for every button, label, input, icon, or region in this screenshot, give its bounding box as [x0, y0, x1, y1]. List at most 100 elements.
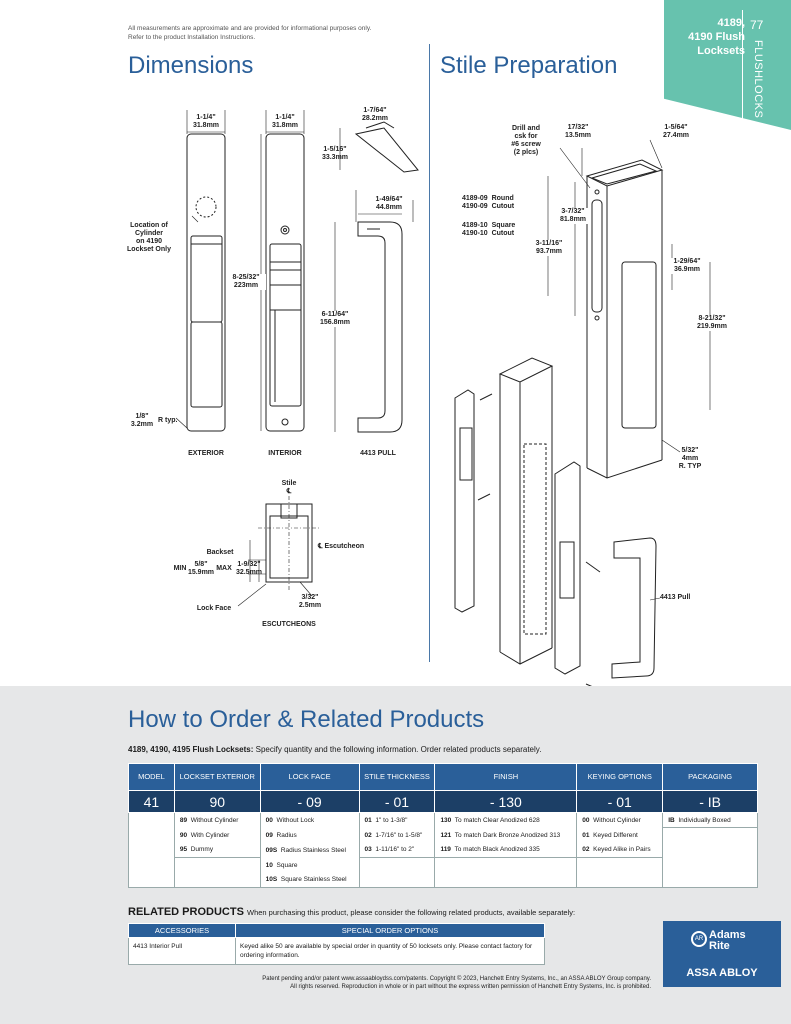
page-number: 77	[750, 18, 764, 32]
option-row: 00 Without Lock	[259, 812, 360, 828]
dim-17-32: 17/32"13.5mm	[564, 124, 592, 139]
header-exterior: LOCKSET EXTERIOR	[173, 763, 261, 791]
pull-side-height-label: 1-5/16"33.3mm	[321, 146, 349, 161]
min-label: MIN	[173, 565, 187, 572]
exterior-empty	[173, 857, 261, 888]
exploded-assembly-drawing	[454, 357, 661, 690]
pull-caption: 4413 PULL	[360, 450, 396, 457]
header-special-order: SPECIAL ORDER OPTIONS	[235, 923, 545, 938]
dim-1-29-64: 1-29/64"36.9mm	[667, 258, 707, 274]
section-name: FLUSHLOCKS	[752, 40, 764, 119]
disclaimer: All measurements are approximate and are…	[128, 25, 372, 41]
value-stile: - 01	[358, 790, 436, 813]
order-subtitle: 4189, 4190, 4195 Flush Locksets: Specify…	[128, 745, 542, 754]
min-value: 5/8"15.9mm	[187, 561, 215, 576]
option-row: 09 Radius	[259, 827, 360, 843]
value-lock-face: - 09	[259, 790, 360, 813]
stile-label: Stile℄	[281, 480, 297, 495]
escutcheon-section-drawing	[237, 496, 320, 607]
escutcheon-cl-label: ℄ Escutcheon	[318, 543, 365, 550]
value-packaging: - IB	[662, 790, 758, 813]
value-keying: - 01	[576, 790, 664, 813]
int-width-label: 1-1/4"31.8mm	[271, 114, 299, 129]
option-row: 10 Square	[259, 857, 360, 873]
dim-8-21-32: 8-21/32"219.9mm	[692, 315, 732, 331]
option-row: 01 1" to 1-3/8"	[358, 812, 436, 828]
dimensions-title: Dimensions	[128, 52, 254, 79]
pull-label: 4413 Pull	[660, 594, 691, 601]
keying-empty	[576, 857, 664, 888]
finish-empty	[434, 857, 578, 888]
section-divider	[429, 44, 430, 662]
lock-face-label: Lock Face	[196, 605, 232, 612]
pull-wedge-drawing	[354, 121, 419, 173]
tab-divider	[742, 10, 743, 125]
overall-height-label: 8-25/32"223mm	[226, 274, 266, 290]
order-table: MODEL LOCKSET EXTERIOR LOCK FACE STILE T…	[128, 763, 758, 888]
max-label: MAX	[216, 565, 232, 572]
option-row: 119 To match Black Anodized 335	[434, 842, 578, 858]
option-row: 89 Without Cylinder	[173, 812, 261, 828]
exterior-caption: EXTERIOR	[188, 450, 224, 457]
ext-width-label: 1-1/4"31.8mm	[192, 114, 220, 129]
dim-3-7-32: 3-7/32"81.8mm	[555, 208, 591, 224]
value-finish: - 130	[434, 790, 578, 813]
pull-depth-label: 1-7/64"28.2mm	[361, 107, 389, 122]
option-row: 121 To match Dark Bronze Anodized 313	[434, 827, 578, 843]
offset-label: 3/32"2.5mm	[298, 594, 322, 609]
pull-height-label: 6-11/64"156.8mm	[314, 311, 356, 327]
radius-label: 1/8"3.2mm	[130, 413, 154, 428]
stile-dimension-lines	[547, 139, 711, 453]
pull-width-label: 1-49/64"44.8mm	[375, 196, 403, 211]
header-model: MODEL	[128, 763, 175, 791]
option-row: IB Individually Boxed	[662, 812, 758, 828]
dim-1-5-64: 1-5/64"27.4mm	[662, 124, 690, 139]
option-row: 130 To match Clear Anodized 628	[434, 812, 578, 828]
legal-footnote: Patent pending and/or patent www.assaabl…	[262, 976, 651, 990]
escutcheons-caption: ESCUTCHEONS	[262, 621, 316, 628]
option-row: 09S Radius Stainless Steel	[259, 842, 360, 858]
stile-3d-drawing	[585, 159, 664, 479]
max-value: 1-9/32"32.5mm	[235, 561, 263, 576]
related-title: RELATED PRODUCTS When purchasing this pr…	[128, 906, 576, 918]
interior-caption: INTERIOR	[268, 450, 302, 457]
interior-lockset-drawing	[265, 133, 305, 432]
backset-label: Backset	[206, 549, 234, 556]
option-row: 01 Keyed Different	[576, 827, 664, 843]
option-row: 02 1-7/16" to 1-5/8"	[358, 827, 436, 843]
model-option-cell	[128, 812, 175, 888]
option-row: 90 With Cylinder	[173, 827, 261, 843]
pull-side-drawing	[357, 221, 403, 433]
packaging-empty	[662, 827, 758, 888]
header-finish: FINISH	[434, 763, 578, 791]
accessory-item: 4413 Interior Pull	[128, 937, 236, 965]
header-accessories: ACCESSORIES	[128, 923, 236, 938]
value-model: 41	[128, 790, 175, 813]
option-row: 03 1-11/16" to 2"	[358, 842, 436, 858]
option-row: 95 Dummy	[173, 842, 261, 858]
header-stile: STILE THICKNESS	[358, 763, 436, 791]
header-packaging: PACKAGING	[662, 763, 758, 791]
technical-drawings	[175, 110, 711, 690]
special-order-text: Keyed alike 50 are available by special …	[235, 937, 545, 965]
radius-suffix: R typ.	[158, 417, 178, 424]
dim-3-11-16: 3-11/16"93.7mm	[530, 240, 568, 256]
option-row: 00 Without Cylinder	[576, 812, 664, 828]
order-title: How to Order & Related Products	[128, 706, 485, 733]
stile-empty	[358, 857, 436, 888]
header-keying: KEYING OPTIONS	[576, 763, 664, 791]
header-lock-face: LOCK FACE	[259, 763, 360, 791]
stile-prep-title: Stile Preparation	[440, 52, 618, 79]
option-row: 02 Keyed Alike in Pairs	[576, 842, 664, 858]
logo-mark-icon: AR	[691, 931, 707, 947]
option-row: 10S Square Stainless Steel	[259, 872, 360, 888]
value-exterior: 90	[173, 790, 261, 813]
